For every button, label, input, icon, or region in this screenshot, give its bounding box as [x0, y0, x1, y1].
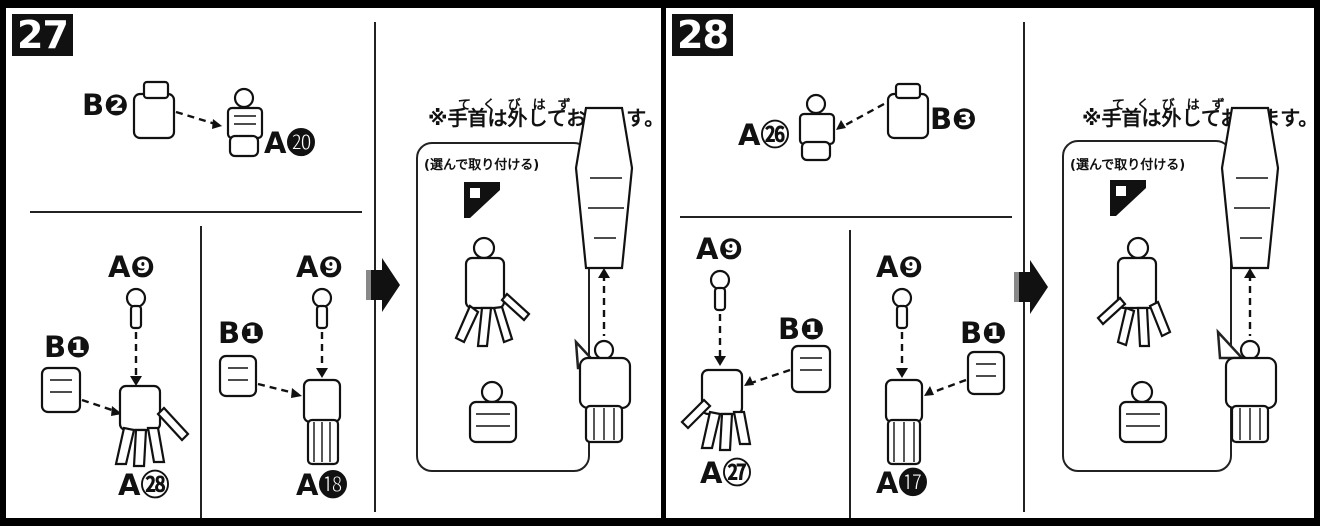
part-label: B❶	[960, 316, 1007, 350]
ruby-text: てくびはず	[1112, 98, 1237, 113]
step-number: 27	[12, 14, 73, 56]
arm-assembly-illustration	[1220, 106, 1280, 444]
part-label: A⓱	[876, 466, 928, 500]
choose-option-icon	[1110, 180, 1146, 216]
hand-assembly-illustration	[218, 287, 342, 466]
hand-option-illustration	[454, 236, 531, 444]
part-label: A❾	[696, 232, 743, 266]
choose-label: (選んで取り付ける)	[1070, 158, 1186, 173]
part-label: A⓲	[296, 468, 348, 502]
divider	[200, 226, 202, 518]
instruction-note: ※手首は外しておきます。	[1082, 106, 1319, 130]
part-label: B❶	[778, 312, 825, 346]
hand-option-illustration	[1096, 236, 1172, 444]
choose-option-icon	[464, 182, 500, 218]
right-arrow-icon	[366, 258, 400, 312]
part-label: A❾	[876, 250, 923, 284]
part-label: B❶	[44, 330, 91, 364]
right-arrow-icon	[1014, 260, 1048, 314]
part-label: B❷	[82, 88, 129, 122]
divider	[680, 216, 1012, 218]
hand-assembly-illustration	[40, 287, 190, 468]
divider	[849, 230, 851, 518]
divider	[374, 22, 376, 512]
part-illustration	[798, 82, 930, 162]
step-27-panel: 27 B❷ A⓴ A❾ B❶	[6, 8, 664, 518]
part-label: A㉘	[118, 468, 170, 502]
divider	[1023, 22, 1025, 512]
step-28-panel: 28 A㉖ B❸ A❾ B❶	[666, 8, 1318, 518]
arm-assembly-illustration	[574, 106, 634, 444]
part-label: A❾	[108, 250, 155, 284]
part-label: A❾	[296, 250, 343, 284]
ruby-text: てくびはず	[458, 98, 583, 113]
hand-assembly-illustration	[680, 269, 832, 452]
choose-label: (選んで取り付ける)	[424, 158, 540, 173]
part-label: A㉗	[700, 456, 752, 490]
part-illustration	[132, 80, 264, 158]
part-label: A㉖	[738, 118, 790, 152]
part-label: B❸	[930, 102, 977, 136]
part-label: A⓴	[264, 126, 316, 160]
divider	[30, 211, 362, 213]
part-label: B❶	[218, 316, 265, 350]
hand-assembly-illustration	[884, 287, 1006, 466]
step-number: 28	[672, 14, 733, 56]
